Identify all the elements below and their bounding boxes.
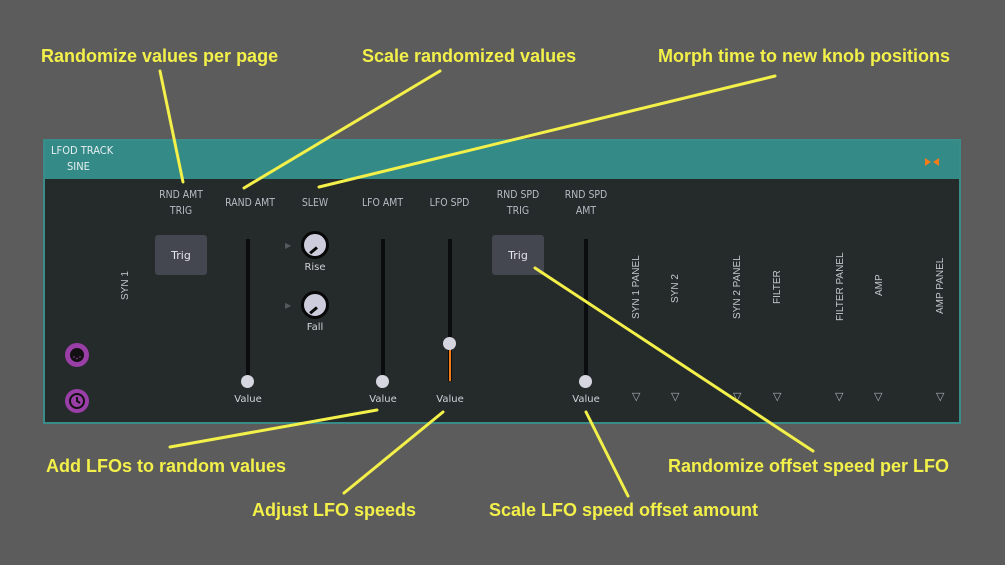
callout-randomize-offset-speed: Randomize offset speed per LFO xyxy=(668,456,950,476)
panel-title: LFOD TRACK xyxy=(51,144,114,157)
lfo-spd-value-label: Value xyxy=(436,394,464,405)
lfod-track-panel: LFOD TRACK SINE SYN 1 RND AMT TRIG Trig … xyxy=(43,139,961,424)
rand-amt-slider-thumb[interactable] xyxy=(241,375,254,388)
lfo-spd-slider-thumb[interactable] xyxy=(443,336,456,350)
rand-amt-slider-track[interactable] xyxy=(246,239,250,381)
panel-waveform[interactable]: SINE xyxy=(67,160,90,173)
route-dropdown-icon[interactable]: ▽ xyxy=(835,391,844,403)
rnd-amt-label-line2: TRIG xyxy=(169,204,193,217)
rnd-amt-label-line1: RND AMT xyxy=(159,188,203,201)
rnd-spd-amt-slider-track[interactable] xyxy=(584,239,588,381)
callout-scale-randomized: Scale randomized values xyxy=(362,46,577,66)
lfo-amt-slider-thumb[interactable] xyxy=(376,375,389,388)
rnd-spd-trig-line2: TRIG xyxy=(506,204,530,217)
slew-label: SLEW xyxy=(301,196,329,209)
lfo-amt-value-label: Value xyxy=(369,394,397,405)
route-dropdown-icon[interactable]: ▽ xyxy=(632,391,641,403)
route-dropdown-icon[interactable]: ▽ xyxy=(671,391,680,403)
route-label: SYN 2 PANEL xyxy=(732,255,743,319)
rise-label: Rise xyxy=(304,262,326,273)
rnd-spd-trig-label: RND SPD TRIG xyxy=(493,187,544,219)
rand-amt-label: RAND AMT xyxy=(225,196,275,209)
rnd-spd-amt-line2: AMT xyxy=(575,204,597,217)
callout-morph-time: Morph time to new knob positions xyxy=(658,46,950,66)
route-dropdown-icon[interactable]: ▽ xyxy=(936,391,945,403)
rise-knob[interactable] xyxy=(301,231,329,259)
route-label: FILTER PANEL xyxy=(835,252,846,321)
clock-icon[interactable] xyxy=(65,389,89,413)
midi-icon[interactable] xyxy=(65,343,89,367)
rnd-amt-trig-label: RND AMT TRIG xyxy=(156,187,207,219)
fall-modulation-arrow-icon[interactable]: ▶ xyxy=(285,301,292,310)
fall-knob[interactable] xyxy=(301,291,329,319)
callout-adjust-lfo-speeds: Adjust LFO speeds xyxy=(252,500,417,520)
lfo-spd-label: LFO SPD xyxy=(429,196,470,209)
rnd-amt-trig-button[interactable]: Trig xyxy=(155,235,207,275)
rnd-spd-trig-line1: RND SPD xyxy=(496,188,540,201)
lfo-amt-label: LFO AMT xyxy=(361,196,404,209)
rnd-spd-amt-value-label: Value xyxy=(572,394,600,405)
rnd-spd-amt-line1: RND SPD xyxy=(564,188,608,201)
rnd-spd-trig-button[interactable]: Trig xyxy=(492,235,544,275)
route-dropdown-icon[interactable]: ▽ xyxy=(773,391,782,403)
route-label: AMP PANEL xyxy=(935,257,946,314)
rise-modulation-arrow-icon[interactable]: ▶ xyxy=(285,241,292,250)
bowtie-icon[interactable] xyxy=(923,154,943,166)
route-dropdown-icon[interactable]: ▽ xyxy=(733,391,742,403)
callout-scale-lfo-offset: Scale LFO speed offset amount xyxy=(489,500,759,520)
route-label: FILTER xyxy=(772,270,783,304)
callout-line-adjust-speeds xyxy=(342,410,445,495)
route-dropdown-icon[interactable]: ▽ xyxy=(874,391,883,403)
route-label: SYN 2 xyxy=(670,274,681,303)
callout-line-scale-offset xyxy=(584,410,630,498)
route-label: AMP xyxy=(874,274,885,296)
panel-header: LFOD TRACK SINE xyxy=(45,141,959,179)
fall-label: Fall xyxy=(306,322,324,333)
rnd-spd-amt-slider-thumb[interactable] xyxy=(579,375,592,388)
lfo-spd-slider-fill xyxy=(449,348,451,381)
callout-add-lfos: Add LFOs to random values xyxy=(46,456,287,476)
track-label: SYN 1 xyxy=(120,271,131,300)
rand-amt-value-label: Value xyxy=(234,394,262,405)
callout-randomize-per-page: Randomize values per page xyxy=(41,46,279,66)
lfo-spd-slider-track[interactable] xyxy=(448,239,452,381)
lfo-amt-slider-track[interactable] xyxy=(381,239,385,381)
rnd-spd-amt-label: RND SPD AMT xyxy=(561,187,612,219)
route-label: SYN 1 PANEL xyxy=(631,255,642,319)
